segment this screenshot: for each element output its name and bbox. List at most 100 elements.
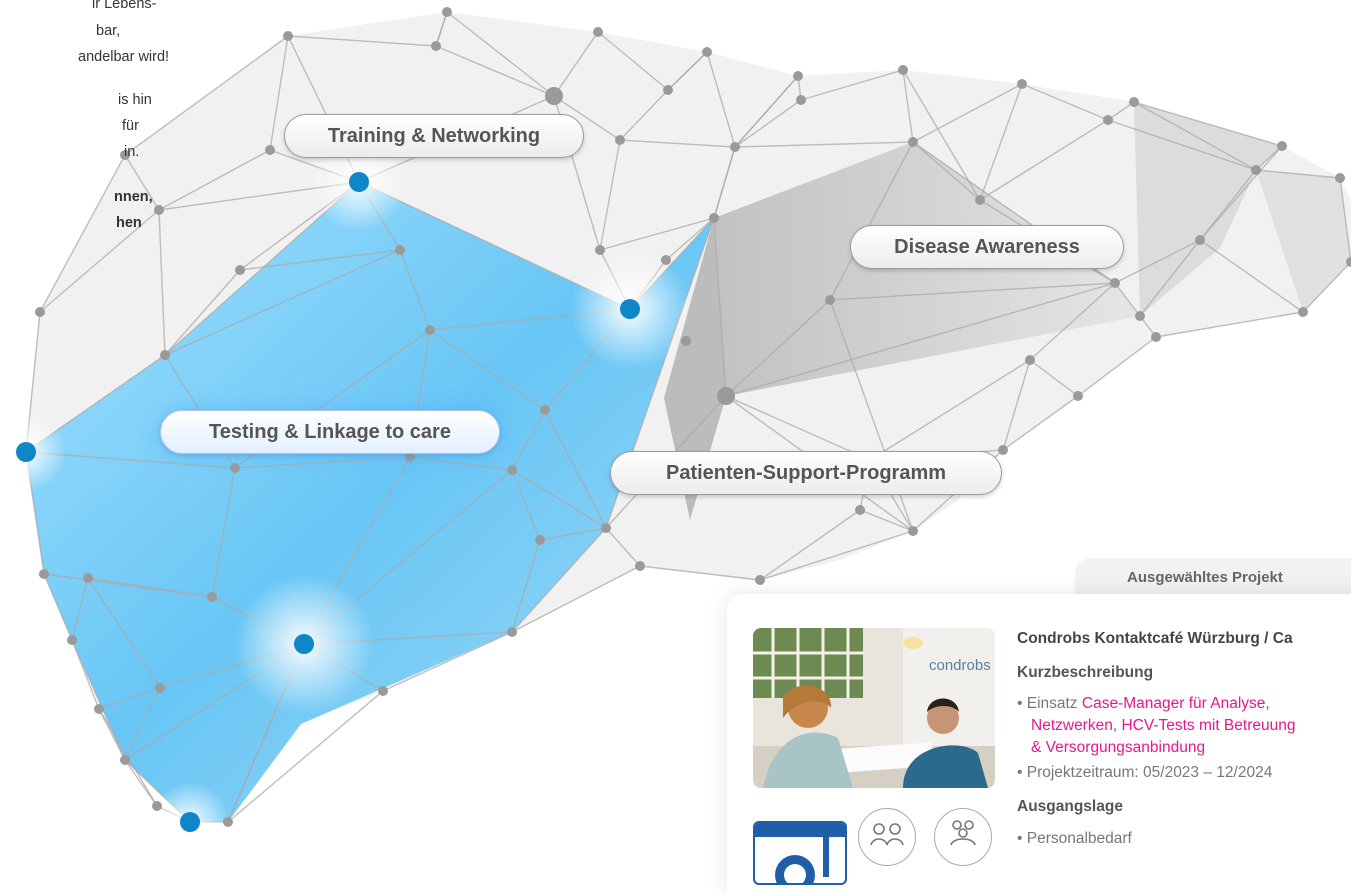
mesh-node	[507, 465, 517, 475]
mesh-edge	[87, 577, 213, 598]
mesh-edge	[713, 146, 736, 219]
mesh-edge	[759, 530, 914, 581]
mesh-edge	[979, 119, 1109, 201]
bullet-highlight: & Versorgungsanbindung	[1031, 739, 1206, 756]
mesh-node	[160, 350, 170, 360]
mesh-edge	[1255, 169, 1341, 179]
hub-node	[349, 172, 369, 192]
mesh-edge	[829, 282, 1116, 301]
mesh-node	[1151, 332, 1161, 342]
mesh-edge	[605, 527, 641, 567]
mesh-node	[35, 307, 45, 317]
mesh-edge	[71, 577, 89, 641]
mesh-node	[442, 7, 452, 17]
mesh-edge	[1077, 336, 1157, 397]
mesh-node	[235, 265, 245, 275]
mesh-node	[635, 561, 645, 571]
grey-facet	[664, 218, 726, 520]
mesh-node	[152, 801, 162, 811]
mesh-node	[265, 145, 275, 155]
hub-node	[294, 634, 314, 654]
mesh-edge	[544, 409, 607, 529]
mesh-node	[709, 213, 719, 223]
mesh-edge	[409, 456, 513, 471]
grey-facet	[1134, 102, 1282, 316]
mesh-node	[1346, 257, 1351, 267]
mesh-edge	[164, 269, 241, 356]
mesh-edge	[902, 69, 981, 201]
mesh-node	[1129, 97, 1139, 107]
mesh-edge	[269, 35, 289, 151]
intro-line-bold: hen	[116, 215, 142, 231]
mesh-node	[507, 627, 517, 637]
mesh-node	[908, 137, 918, 147]
mesh-node	[39, 569, 49, 579]
mesh-edge	[1133, 101, 1257, 171]
mesh-edge	[124, 687, 161, 761]
mesh-edge	[124, 35, 289, 156]
mesh-edge	[1107, 101, 1135, 121]
mesh-edge	[1114, 239, 1201, 284]
mesh-edge	[597, 31, 669, 91]
mesh-edge	[511, 469, 607, 529]
mesh-node	[283, 31, 293, 41]
mesh-node	[425, 325, 435, 335]
intro-line: in.	[124, 144, 140, 160]
mesh-edge	[1021, 83, 1109, 121]
pill-training-networking[interactable]: Training & Networking	[284, 114, 584, 158]
mesh-edge	[39, 209, 160, 313]
mesh-node	[120, 150, 130, 160]
mesh-node	[1298, 307, 1308, 317]
mesh-edge	[869, 359, 1031, 461]
mesh-node	[615, 135, 625, 145]
mesh-node	[545, 87, 563, 105]
mesh-edge	[829, 141, 914, 301]
mesh-edge	[446, 11, 555, 97]
mesh-node	[230, 463, 240, 473]
liver-network-illustration	[0, 7, 1351, 862]
mesh-node	[1073, 391, 1083, 401]
mesh-edge	[725, 282, 1116, 397]
mesh-node	[1277, 141, 1287, 151]
mesh-edge	[912, 83, 1023, 143]
pill-patient-support[interactable]: Patienten-Support-Programm	[610, 451, 1002, 495]
project-period: • Projektzeitraum: 05/2023 – 12/2024	[1017, 764, 1273, 781]
bullet-highlight: Case-Manager für Analyse,	[1081, 695, 1270, 712]
pill-testing-linkage[interactable]: Testing & Linkage to care	[160, 410, 500, 454]
project-title: Condrobs Kontaktcafé Würzburg / Ca	[1017, 630, 1293, 647]
mesh-edge	[1002, 359, 1031, 451]
project-photo[interactable]: condrobs	[753, 628, 995, 788]
mesh-edge	[1133, 101, 1283, 147]
mesh-edge	[1114, 282, 1141, 317]
intro-line-bold: nnen,	[114, 189, 153, 205]
mesh-edge	[227, 690, 384, 823]
mesh-edge	[98, 687, 161, 710]
blue-facet	[26, 182, 714, 822]
mesh-edge	[902, 69, 914, 143]
mesh-node	[83, 573, 93, 583]
mesh-node	[730, 142, 740, 152]
pill-disease-awareness[interactable]: Disease Awareness	[850, 225, 1124, 269]
mesh-node	[1195, 235, 1205, 245]
bullet-prefix: • Einsatz	[1017, 695, 1082, 712]
mesh-edge	[211, 467, 236, 598]
mesh-node	[793, 71, 803, 81]
mesh-node	[1110, 278, 1120, 288]
mesh-node	[395, 245, 405, 255]
mesh-edge	[713, 217, 727, 397]
mesh-edge	[639, 565, 761, 581]
mesh-node	[1103, 115, 1113, 125]
mesh-edge	[979, 83, 1023, 201]
mesh-node	[825, 295, 835, 305]
mesh-edge	[287, 35, 437, 47]
mesh-node	[755, 575, 765, 585]
mesh-edge	[619, 89, 669, 141]
mesh-node	[378, 686, 388, 696]
intro-line: is hin	[118, 92, 152, 108]
mesh-node	[663, 85, 673, 95]
mesh-edge	[158, 149, 271, 211]
mesh-edge	[725, 395, 871, 461]
mesh-edge	[71, 639, 100, 710]
mesh-node	[1017, 79, 1027, 89]
mesh-node	[717, 387, 735, 405]
